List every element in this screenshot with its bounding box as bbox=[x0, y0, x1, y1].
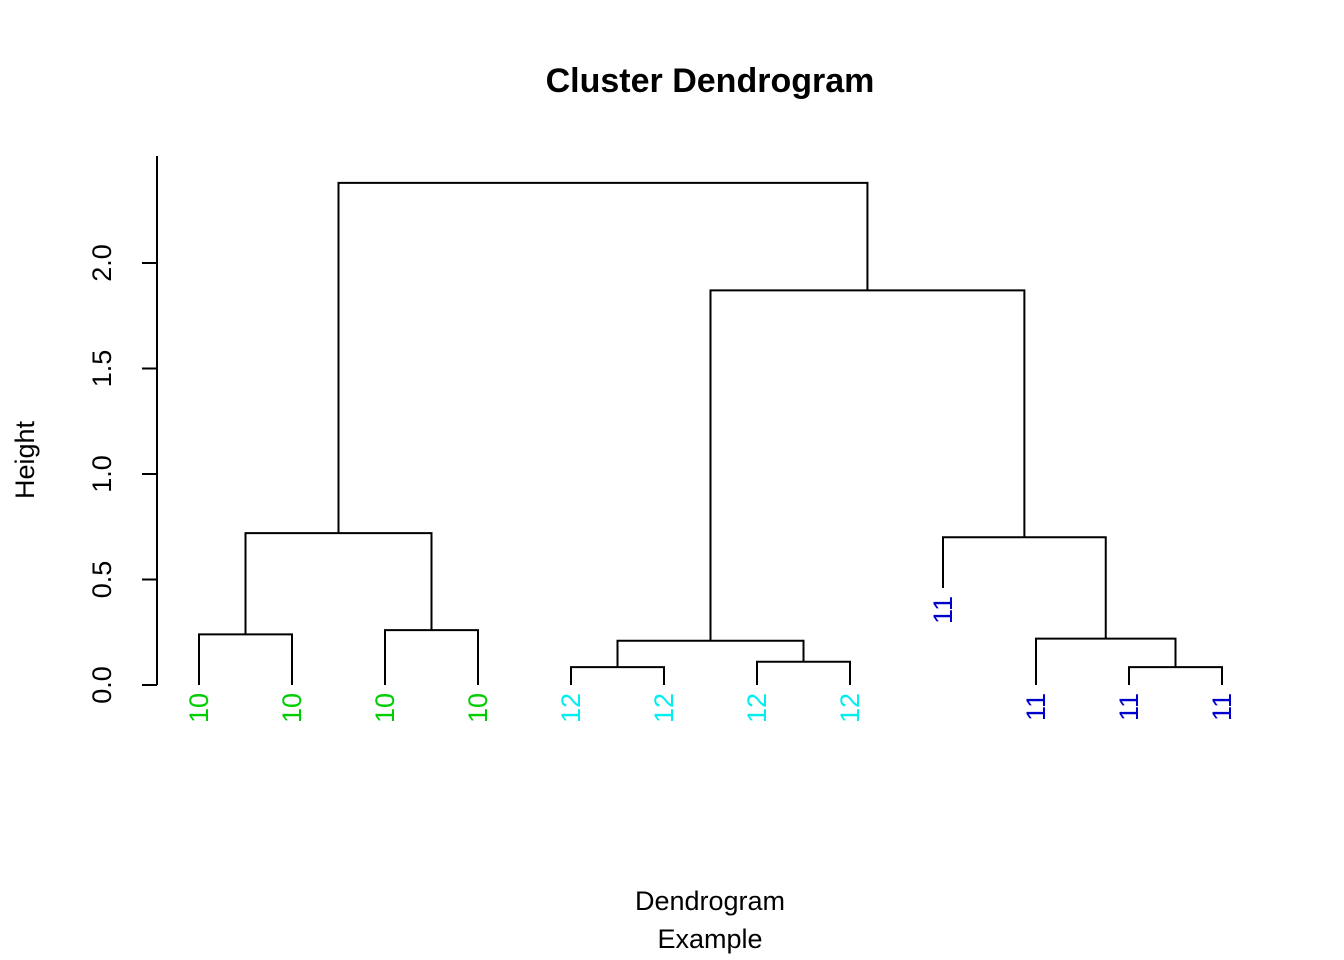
leaf-label: 10 bbox=[277, 693, 307, 723]
branch-m7 bbox=[1128, 666, 1223, 685]
branch-m1 bbox=[198, 633, 293, 685]
leaf-label: 11 bbox=[1114, 693, 1144, 721]
leaf-label: 11 bbox=[1021, 693, 1051, 721]
leaf-label: 12 bbox=[835, 693, 865, 723]
branch-m3 bbox=[244, 532, 433, 635]
branch-m8 bbox=[1035, 637, 1177, 685]
y-axis-title: Height bbox=[10, 420, 40, 499]
leaf-label: 10 bbox=[184, 693, 214, 723]
chart-title: Cluster Dendrogram bbox=[546, 62, 875, 100]
leaf-label: 11 bbox=[1207, 693, 1237, 721]
leaf-label: 10 bbox=[463, 693, 493, 723]
branch-m11 bbox=[337, 181, 869, 534]
branch-m10 bbox=[709, 289, 1026, 641]
leaf-label: 12 bbox=[556, 693, 586, 723]
y-tick-label: 1.5 bbox=[87, 350, 117, 388]
leaf-label: 11 bbox=[928, 596, 958, 624]
leaf-label: 10 bbox=[370, 693, 400, 723]
leaf-label: 12 bbox=[649, 693, 679, 723]
leaf-label: 12 bbox=[742, 693, 772, 723]
x-axis-title-line-2: Example bbox=[657, 924, 762, 954]
dendrogram-branches bbox=[198, 181, 1223, 685]
y-tick-label: 0.5 bbox=[87, 561, 117, 599]
branch-m5 bbox=[756, 660, 851, 685]
x-axis-title-line-1: Dendrogram bbox=[635, 886, 785, 916]
y-tick-label: 1.0 bbox=[87, 455, 117, 493]
branch-m2 bbox=[384, 629, 479, 685]
leaf-labels: 10 10 10 10 12 12 12 12 11 11 11 11 bbox=[184, 596, 1237, 723]
branch-m6 bbox=[616, 639, 805, 668]
y-axis: 0.0 0.5 1.0 1.5 2.0 bbox=[87, 156, 158, 704]
y-tick-label: 0.0 bbox=[87, 666, 117, 704]
branch-m4 bbox=[570, 666, 665, 685]
y-tick-label: 2.0 bbox=[87, 244, 117, 282]
branch-m9 bbox=[942, 536, 1107, 639]
